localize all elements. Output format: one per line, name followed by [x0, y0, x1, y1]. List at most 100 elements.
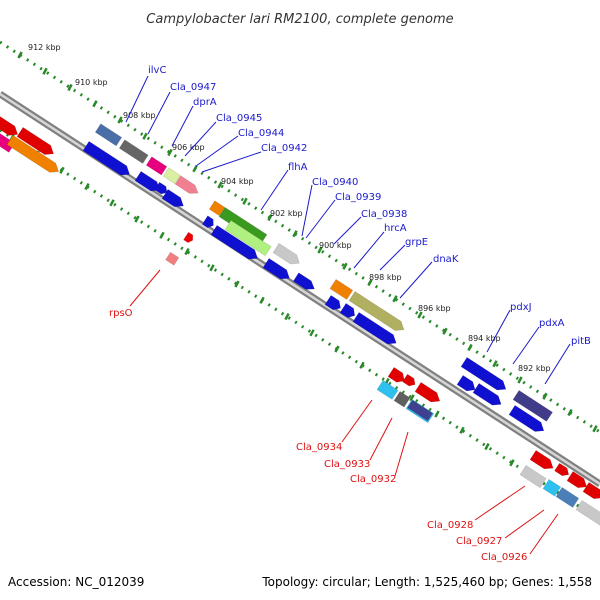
gene-block-rev-3 [414, 381, 441, 403]
kbp-label-900: 900 kbp [319, 241, 352, 250]
major-tick [109, 199, 115, 207]
major-tick [284, 312, 290, 321]
accession-text: Accession: NC_012039 [8, 575, 144, 589]
gene-block-forward-6 [292, 272, 315, 290]
major-tick [434, 410, 440, 418]
kbp-label-896: 896 kbp [418, 304, 451, 313]
gene-block-Cla_0933 [393, 390, 411, 408]
major-tick [309, 329, 315, 337]
major-tick [292, 230, 298, 238]
gene-label-Cla_0933: Cla_0933 [324, 459, 370, 470]
genome-summary-text: Topology: circular; Length: 1,525,460 bp… [261, 575, 592, 589]
forward-gene-labels [125, 75, 571, 385]
gene-block-Cla_0940 [224, 219, 272, 257]
gene-block-rpsO [165, 251, 180, 266]
major-tick [392, 295, 398, 303]
gene-block-dprA [145, 156, 168, 176]
gene-block-Cla_0945 [162, 167, 181, 185]
gene-label-rpsO: rpsO [109, 308, 133, 319]
gene-block-Cla_0928 [519, 464, 547, 489]
gene-block-red [0, 104, 19, 136]
major-tick [417, 311, 423, 319]
major-tick [209, 264, 215, 272]
gene-label-Cla_0940: Cla_0940 [312, 177, 358, 188]
gene-label-dprA: dprA [193, 97, 217, 108]
gene-block-grpE [348, 290, 405, 331]
gene-block-hrcA [329, 278, 354, 300]
major-tick [167, 148, 173, 157]
gene-label-flhA: flhA [288, 162, 308, 173]
gene-block-Cla_0944 [174, 175, 199, 194]
gene-block-forward-8 [339, 302, 356, 318]
major-tick [367, 278, 373, 287]
gene-label-Cla_0928: Cla_0928 [427, 520, 473, 531]
kbp-label-908: 908 kbp [123, 111, 156, 120]
outer-tick-ring [0, 40, 600, 434]
gene-label-ilvC: ilvC [148, 65, 166, 76]
kbp-label-902: 902 kbp [270, 209, 303, 218]
major-tick [484, 442, 490, 451]
kbp-label-894: 894 kbp [468, 334, 501, 343]
major-tick [517, 376, 523, 384]
gene-block-Cla_0942 [161, 188, 184, 208]
gene-label-pdxJ: pdxJ [510, 302, 532, 313]
major-tick [492, 360, 498, 368]
major-tick [359, 361, 365, 369]
gene-label-Cla_0944: Cla_0944 [238, 128, 284, 139]
gene-label-hrcA: hrcA [384, 223, 407, 234]
major-tick [242, 197, 248, 205]
gene-block-forward-2 [134, 170, 161, 192]
gene-block-rev-4 [407, 399, 433, 422]
gene-block-forward-9 [456, 374, 476, 392]
gene-block-forward-5 [262, 257, 290, 280]
inner-tick-ring [0, 128, 600, 522]
major-tick [159, 231, 165, 239]
major-tick [509, 459, 515, 467]
gene-block-Cla_0927 [542, 478, 562, 497]
gene-label-Cla_0932: Cla_0932 [350, 474, 396, 485]
gene-block-ilvC [94, 123, 123, 147]
major-tick [459, 426, 465, 434]
gene-label-Cla_0926: Cla_0926 [481, 552, 527, 563]
gene-block-rev-2 [402, 373, 416, 387]
gene-block-red [16, 126, 54, 155]
gene-label-Cla_0938: Cla_0938 [361, 209, 407, 220]
major-tick [592, 425, 598, 433]
major-tick [259, 296, 265, 304]
gene-block-rev-7 [566, 470, 588, 489]
gene-block-rev-6 [554, 462, 570, 477]
major-tick [342, 262, 348, 270]
major-tick [59, 166, 65, 174]
gene-label-Cla_0945: Cla_0945 [216, 113, 262, 124]
gene-block-forward-10 [472, 382, 502, 406]
gene-label-dnaK: dnaK [433, 254, 459, 265]
major-tick [84, 182, 90, 191]
major-tick [567, 408, 573, 417]
gene-label-Cla_0942: Cla_0942 [261, 143, 307, 154]
major-tick [467, 343, 473, 352]
major-tick [409, 394, 415, 402]
gene-block-Cla_0934 [376, 379, 399, 400]
major-tick [184, 247, 190, 256]
gene-block-flhA-left [208, 200, 226, 217]
major-tick [542, 392, 548, 400]
kbp-label-910: 910 kbp [75, 78, 108, 87]
gene-block-pdxJ [460, 356, 507, 391]
map-title: Campylobacter lari RM2100, complete geno… [146, 12, 453, 27]
gene-label-Cla_0927: Cla_0927 [456, 536, 502, 547]
gene-block-pdxA [512, 389, 553, 422]
major-tick [217, 181, 223, 189]
gene-block-forward-1 [82, 140, 131, 176]
major-tick [134, 215, 140, 223]
gene-label-pitB: pitB [571, 336, 591, 347]
gene-block-forward-4 [201, 215, 214, 229]
gene-block-rev-8 [582, 481, 600, 500]
major-tick [192, 165, 198, 173]
gene-block-Cla_0939 [272, 242, 300, 265]
gene-features [0, 104, 600, 527]
kbp-label-892: 892 kbp [518, 364, 551, 373]
major-tick [442, 327, 448, 335]
gene-block-Cla_0938 [210, 224, 259, 260]
major-tick [234, 280, 240, 288]
